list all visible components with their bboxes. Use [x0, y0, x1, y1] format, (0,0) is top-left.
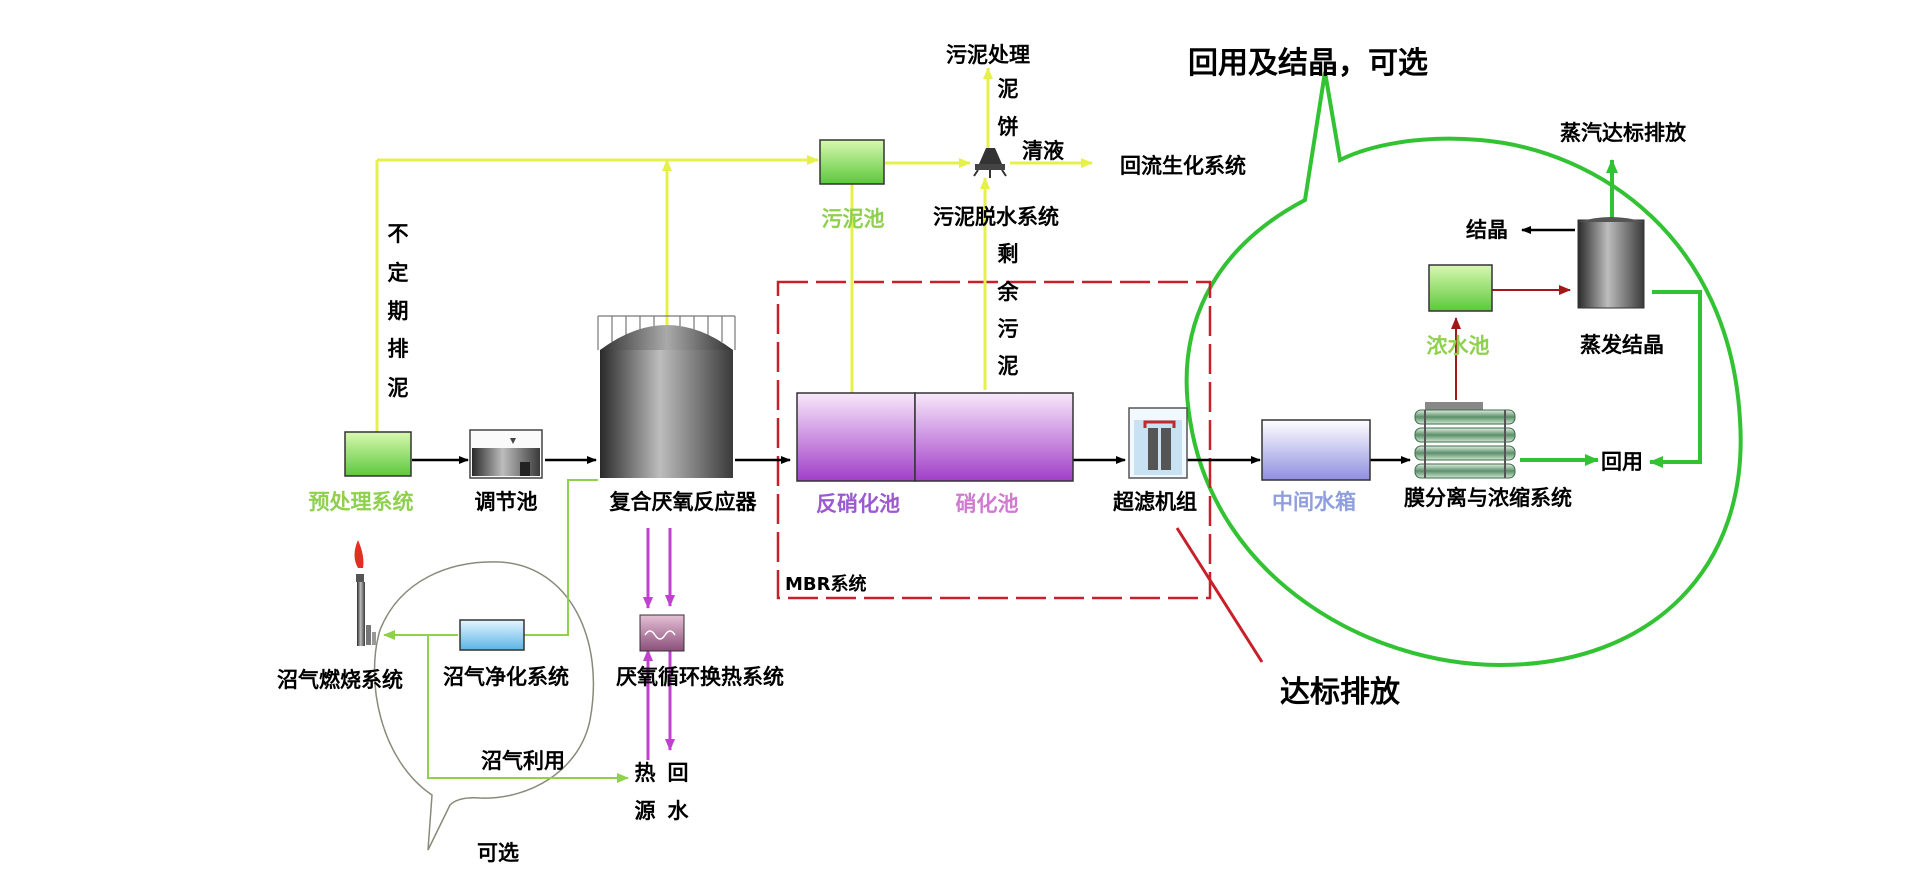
sludge-cake-char-2: 饼 [998, 115, 1019, 139]
irregular-discharge-char-4: 排 [388, 337, 409, 361]
concentrate-tank-label: 浓水池 [1427, 334, 1490, 358]
biogas-burning-label: 沼气燃烧系统 [277, 668, 403, 692]
optional-reuse-bubble [1184, 71, 1743, 668]
sludge-tank-label: 污泥池 [822, 207, 885, 231]
return-water-char-2: 水 [668, 799, 690, 823]
excess-sludge-char-3: 污 [998, 317, 1019, 341]
regulating-tank-label: 调节池 [475, 490, 538, 514]
flare-icon [354, 540, 376, 646]
nitrification-tank [914, 392, 1074, 482]
irregular-discharge-char-3: 期 [388, 299, 409, 323]
sludge-tank-box [819, 139, 885, 185]
clear-liquid-label: 清液 [1022, 139, 1064, 163]
excess-sludge-char-4: 泥 [998, 354, 1019, 378]
evaporator-icon [1577, 217, 1645, 309]
mbr-label: MBR系统 [785, 573, 867, 595]
heat-lines [643, 528, 675, 760]
reuse-lines [1520, 159, 1702, 468]
nitrification-label: 硝化池 [956, 492, 1019, 516]
biogas-purifier-box [459, 619, 525, 651]
reactor-icon [597, 315, 736, 478]
steam-label: 蒸汽达标排放 [1560, 121, 1687, 145]
irregular-discharge-char-1: 不 [388, 222, 409, 246]
irregular-discharge-char-5: 泥 [388, 376, 409, 400]
biogas-use-label: 沼气利用 [481, 749, 565, 773]
biogas-purification-label: 沼气净化系统 [443, 665, 569, 689]
return-water-char-1: 回 [668, 761, 689, 785]
evaporation-label: 蒸发结晶 [1580, 333, 1664, 357]
membrane-stack-icon [1414, 402, 1516, 479]
intermediate-tank [1261, 419, 1371, 481]
discharge-pointer [1175, 527, 1264, 663]
ultrafiltration-label: 超滤机组 [1113, 490, 1197, 514]
main-flow-arrows [412, 226, 1575, 464]
intermediate-tank-label: 中间水箱 [1272, 490, 1356, 514]
reuse-label: 回用 [1601, 450, 1643, 474]
membrane-label: 膜分离与浓缩系统 [1404, 486, 1572, 510]
mbr-boundary [776, 280, 1212, 600]
dewatering-icon [973, 148, 1007, 178]
heat-source-char-2: 源 [635, 799, 656, 823]
excess-sludge-char-1: 剩 [998, 242, 1019, 266]
anaerobic-heat-label: 厌氧循环换热系统 [616, 665, 784, 689]
reactor-label: 复合厌氧反应器 [609, 490, 758, 514]
sludge-treatment-label: 污泥处理 [946, 43, 1030, 67]
sludge-cake-char-1: 泥 [998, 77, 1019, 101]
concentrate-tank-box [1428, 264, 1493, 312]
optional-biogas-bubble [373, 561, 595, 851]
concentrate-lines [1451, 285, 1571, 400]
irregular-discharge-char-2: 定 [388, 261, 409, 285]
heat-source-char-1: 热 [635, 761, 656, 785]
dewatering-label: 污泥脱水系统 [933, 205, 1059, 229]
pretreatment-box [344, 431, 412, 477]
optional-reuse-title: 回用及结晶，可选 [1188, 46, 1428, 81]
biogas-lines [383, 479, 629, 783]
sludge-lines [375, 67, 1093, 432]
heat-exchanger-icon [639, 614, 685, 652]
crystal-label: 结晶 [1466, 218, 1508, 242]
ultrafiltration-icon [1128, 407, 1188, 479]
discharge-label: 达标排放 [1280, 675, 1401, 710]
pretreatment-label: 预处理系统 [309, 490, 414, 514]
return-bio-label: 回流生化系统 [1120, 154, 1246, 178]
optional-label: 可选 [477, 841, 519, 865]
denitrification-tank [796, 392, 916, 482]
excess-sludge-char-2: 余 [997, 280, 1020, 304]
regulating-tank-icon [469, 429, 543, 479]
denitrification-label: 反硝化池 [816, 492, 900, 516]
